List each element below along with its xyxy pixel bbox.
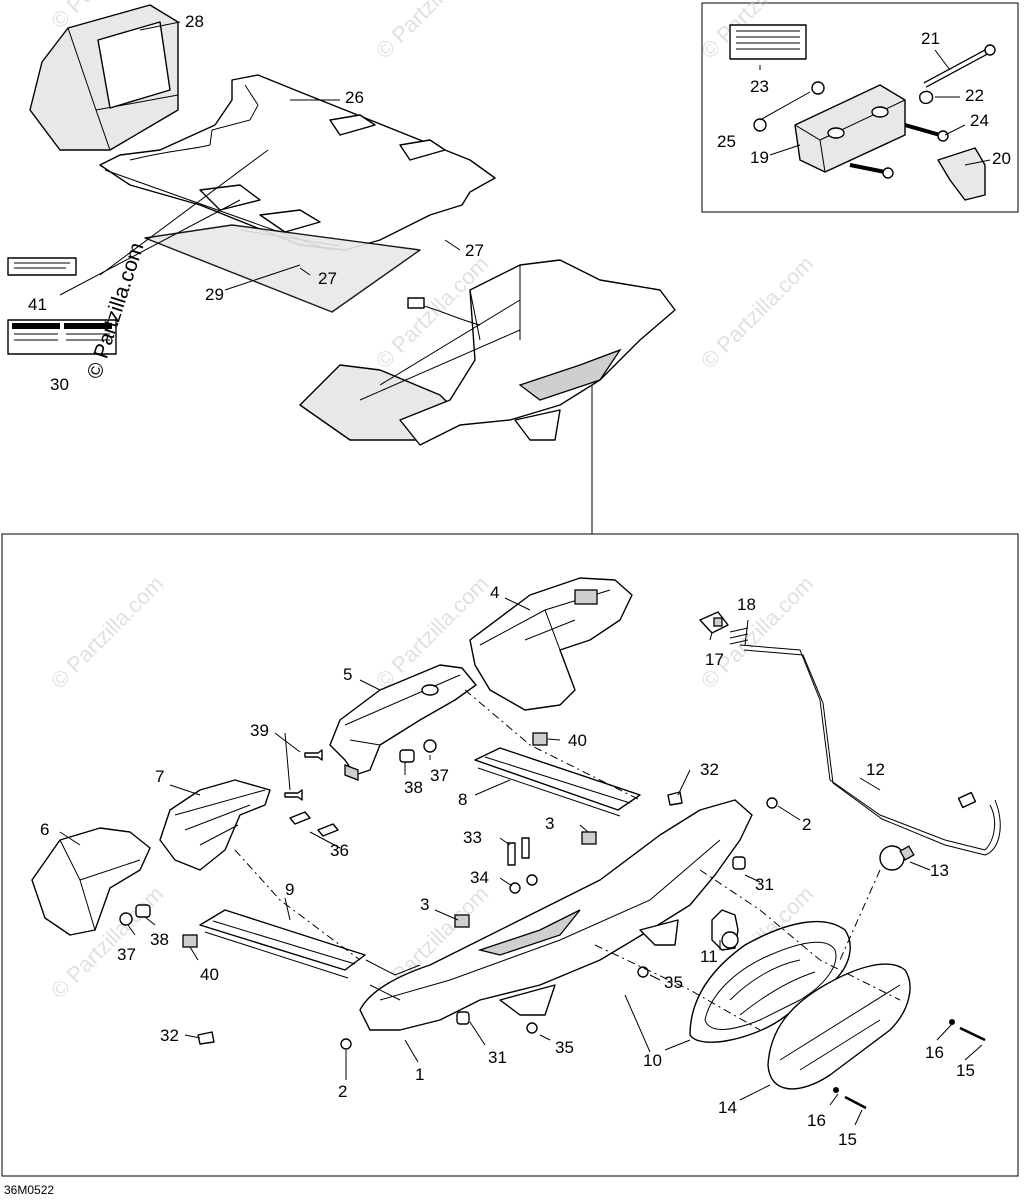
callout-14: 14	[718, 1098, 737, 1117]
part-22-clip	[919, 90, 934, 105]
callout-20: 20	[992, 149, 1011, 168]
label-30-warning-decal	[7, 319, 117, 355]
part-20-hinge	[937, 147, 986, 201]
part-7-bracket	[159, 779, 271, 871]
callout-32: 32	[160, 1026, 179, 1045]
callout-23: 23	[750, 77, 769, 96]
callout-32: 32	[700, 760, 719, 779]
part-9-rail	[199, 909, 366, 979]
watermark: © Partzilla.com	[371, 0, 494, 64]
part-25-nut	[753, 118, 767, 132]
callout-31: 31	[488, 1048, 507, 1067]
callout-15: 15	[838, 1130, 857, 1149]
drawing-code: 36M0522	[4, 1183, 54, 1197]
callout-34: 34	[470, 868, 489, 887]
part-10-taillight-housing	[689, 920, 851, 1043]
callout-35: 35	[555, 1038, 574, 1057]
part-28-cover	[29, 4, 179, 151]
callout-10: 10	[643, 1051, 662, 1070]
part-13-bulb	[879, 845, 915, 871]
part-29-mat	[144, 224, 421, 313]
part-25-nut	[811, 81, 825, 95]
part-11-socket	[711, 909, 739, 951]
part-23-decal	[729, 24, 807, 60]
callout-9: 9	[285, 880, 294, 899]
leader-lines	[59, 21, 991, 1126]
callout-41: 41	[28, 295, 47, 314]
detail-frame-rear-assembly	[1, 533, 1019, 1177]
callout-16: 16	[807, 1111, 826, 1130]
callout-28: 28	[185, 12, 204, 31]
callout-38: 38	[150, 930, 169, 949]
watermark: © Partzilla.com	[46, 571, 169, 694]
callout-38: 38	[404, 778, 423, 797]
part-17-connector	[699, 611, 729, 634]
part-5-bracket	[329, 664, 477, 781]
callout-12: 12	[866, 760, 885, 779]
callout-24: 24	[970, 111, 989, 130]
fasteners	[119, 732, 986, 1110]
part-21-pin	[923, 44, 996, 88]
callout-31: 31	[755, 875, 774, 894]
callout-37: 37	[430, 766, 449, 785]
part-6-end-cap	[31, 827, 151, 936]
callouts: 28 26 41 30 29 27 27 23 21 22 25 19 24 2…	[28, 12, 1011, 1149]
callout-19: 19	[750, 148, 769, 167]
assembled-rear-frame	[299, 259, 676, 446]
callout-5: 5	[343, 665, 352, 684]
callout-40: 40	[200, 965, 219, 984]
callout-33: 33	[463, 828, 482, 847]
callout-11: 11	[700, 947, 718, 966]
callout-22: 22	[965, 86, 984, 105]
label-41-decal	[7, 257, 77, 276]
callout-7: 7	[155, 767, 164, 786]
part-19-bracket	[794, 84, 906, 173]
watermark: © Partzilla.com	[696, 251, 819, 374]
callout-40: 40	[568, 731, 587, 750]
callout-8: 8	[458, 790, 467, 809]
part-1-rear-body	[359, 799, 753, 1031]
callout-2: 2	[338, 1082, 347, 1101]
part-14-lens	[767, 963, 911, 1090]
callout-13: 13	[930, 861, 949, 880]
callout-36: 36	[330, 841, 349, 860]
part-24-screws	[849, 123, 949, 179]
callout-35: 35	[664, 973, 683, 992]
callout-37: 37	[117, 945, 136, 964]
callout-29: 29	[205, 285, 224, 304]
callout-27: 27	[465, 241, 484, 260]
callout-26: 26	[345, 88, 364, 107]
callout-1: 1	[415, 1065, 424, 1084]
watermark-dark: © Partzilla.com	[83, 240, 149, 382]
callout-2: 2	[802, 815, 811, 834]
inset-frame-hardware	[701, 2, 1019, 213]
callout-21: 21	[921, 29, 940, 48]
callout-27: 27	[318, 269, 337, 288]
part-4-side-cover	[469, 577, 633, 711]
callout-3: 3	[545, 814, 554, 833]
part-18-terminals	[729, 627, 749, 645]
callout-15: 15	[956, 1061, 975, 1080]
callout-39: 39	[250, 721, 269, 740]
callout-17: 17	[705, 650, 724, 669]
callout-16: 16	[925, 1043, 944, 1062]
callout-18: 18	[737, 595, 756, 614]
part-8-rail	[474, 747, 641, 817]
callout-25: 25	[717, 132, 736, 151]
part-12-wire-harness	[739, 644, 1001, 856]
assembly-lines	[234, 689, 901, 1031]
callout-30: 30	[50, 375, 69, 394]
callout-3: 3	[420, 895, 429, 914]
callout-4: 4	[490, 583, 499, 602]
callout-6: 6	[40, 820, 49, 839]
